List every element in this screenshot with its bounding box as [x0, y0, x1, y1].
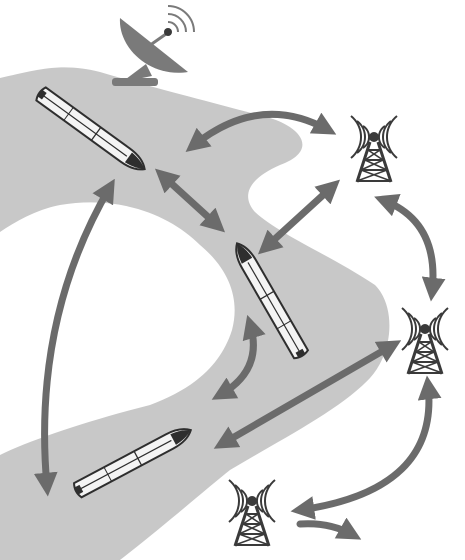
link-tower-right-tower-bottom: [290, 375, 442, 520]
link-tower-top-tower-right: [374, 194, 446, 302]
links: [33, 110, 446, 540]
link-tower-bottom-outbound: [296, 517, 362, 540]
link-ship-top-left-ship-bottom-left: [33, 178, 115, 497]
satellite-dish-icon: [112, 5, 195, 86]
link-ship-top-left-ship-center: [154, 168, 226, 233]
link-ship-top-left-tower-top: [185, 110, 337, 152]
link-ship-center-tower-top: [257, 179, 341, 255]
